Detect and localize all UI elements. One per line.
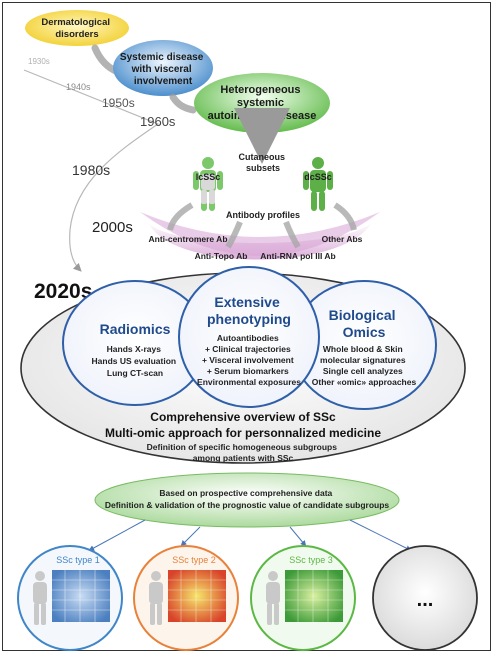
phenotyping-circle — [178, 266, 320, 408]
ssc-type2-label: SSc type 2 — [172, 555, 216, 565]
lcssc-body-shading — [201, 174, 215, 204]
prospective-bubble — [94, 472, 400, 528]
dcssc-label: dcSSc — [304, 172, 332, 182]
ssc-type3-gridlines — [285, 570, 343, 622]
ssc-type3-heatmap — [285, 570, 343, 622]
ssc-type2-gridlines — [168, 570, 226, 622]
dermatological-label: Dermatological disorders — [41, 17, 112, 40]
anti-topo-label: Anti-Topo Ab — [195, 251, 248, 261]
antibody-arrows — [167, 202, 357, 249]
ssc-type3-label: SSc type 3 — [289, 555, 333, 565]
antibody-band — [148, 222, 372, 260]
overview-line3: Definition of specific homogeneous subgr… — [147, 442, 340, 463]
year-1950s: 1950s — [102, 96, 135, 110]
systemic-bubble — [113, 40, 213, 96]
other-abs-label: Other Abs — [322, 234, 363, 244]
systemic-label: Systemic disease with visceral involveme… — [120, 52, 206, 87]
ssc-more-label: ... — [417, 589, 434, 611]
year-2020s: 2020s — [34, 280, 92, 303]
overview-line1: Comprehensive overview of SSc — [150, 410, 336, 424]
ssc-type3-person — [266, 571, 280, 625]
year-1930s: 1930s — [28, 57, 50, 66]
ssc-type1-label: SSc type 1 — [56, 555, 100, 565]
year-1960s: 1960s — [140, 114, 176, 129]
ssc-type1-heatmap — [52, 570, 110, 622]
prospective-text: Based on prospective comprehensive data … — [105, 488, 390, 510]
omics-items: Whole blood & Skin molecular signatures … — [312, 344, 417, 387]
phenotyping-title: Extensive phenotyping — [207, 294, 291, 327]
phenotyping-items: Autoantibodies + Clinical trajectories +… — [197, 333, 301, 387]
anti-rna-label: Anti-RNA pol III Ab — [260, 251, 335, 261]
year-2000s: 2000s — [92, 219, 133, 236]
ssc-type3-group: SSc type 3 — [250, 545, 356, 651]
radiomics-items: Hands X-rays Hands US evaluation Lung CT… — [92, 344, 179, 378]
omics-title: Biological Omics — [329, 307, 400, 340]
dermatological-bubble — [25, 10, 129, 46]
ssc-more-group: ... — [372, 545, 478, 651]
ssc-type1-gridlines — [52, 570, 110, 622]
lcssc-label: lcSSc — [196, 172, 221, 182]
radiomics-title: Radiomics — [100, 321, 171, 337]
timeline-curve — [23, 69, 160, 272]
cutaneous-subsets-label: Cutaneous subsets — [238, 152, 287, 173]
ssc-type2-heatmap — [168, 570, 226, 622]
year-1980s: 1980s — [72, 162, 110, 178]
arrow-systemic-to-heterogeneous — [169, 93, 197, 114]
year-1940s: 1940s — [66, 82, 91, 92]
ssc-type2-group: SSc type 2 — [133, 545, 239, 651]
antibody-band-lower — [140, 212, 380, 256]
anti-centromere-label: Anti-centromere Ab — [148, 234, 227, 244]
heterogeneous-bubble — [194, 73, 330, 133]
ssc-type1-person — [33, 571, 47, 625]
ssc-type1-group: SSc type 1 — [17, 545, 123, 651]
ssc-type2-person — [149, 571, 163, 625]
figure-frame — [2, 2, 491, 651]
dcssc-body-figure — [303, 157, 333, 211]
overview-line2: Multi-omic approach for personnalized me… — [105, 426, 381, 440]
antibody-profiles-label: Antibody profiles — [226, 210, 300, 220]
type-arrows — [88, 519, 412, 551]
ssc-more-circle — [372, 545, 478, 651]
